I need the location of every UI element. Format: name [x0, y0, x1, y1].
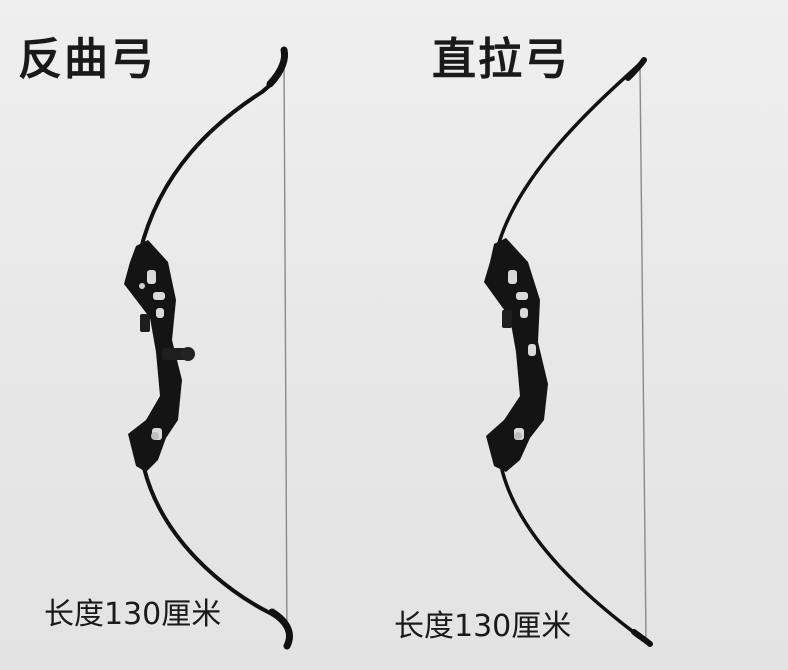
recurve-bow-title: 反曲弓 — [18, 34, 156, 85]
longbow — [484, 57, 653, 647]
longbow-riser — [484, 238, 548, 472]
longbow-length-label: 长度130厘米 — [394, 609, 572, 644]
longbow-string — [639, 67, 647, 642]
longbow-upper-limb — [496, 60, 644, 248]
recurve-bow-string — [283, 55, 288, 644]
longbow-arrow-rest — [502, 310, 512, 328]
longbow-lower-limb — [500, 468, 646, 642]
recurve-arrow-rest — [140, 314, 150, 332]
recurve-bow-length-label: 长度130厘米 — [44, 597, 222, 632]
recurve-riser — [124, 240, 182, 472]
recurve-bow — [124, 46, 293, 650]
longbow-title: 直拉弓 — [432, 34, 570, 85]
recurve-upper-limb — [138, 48, 287, 254]
